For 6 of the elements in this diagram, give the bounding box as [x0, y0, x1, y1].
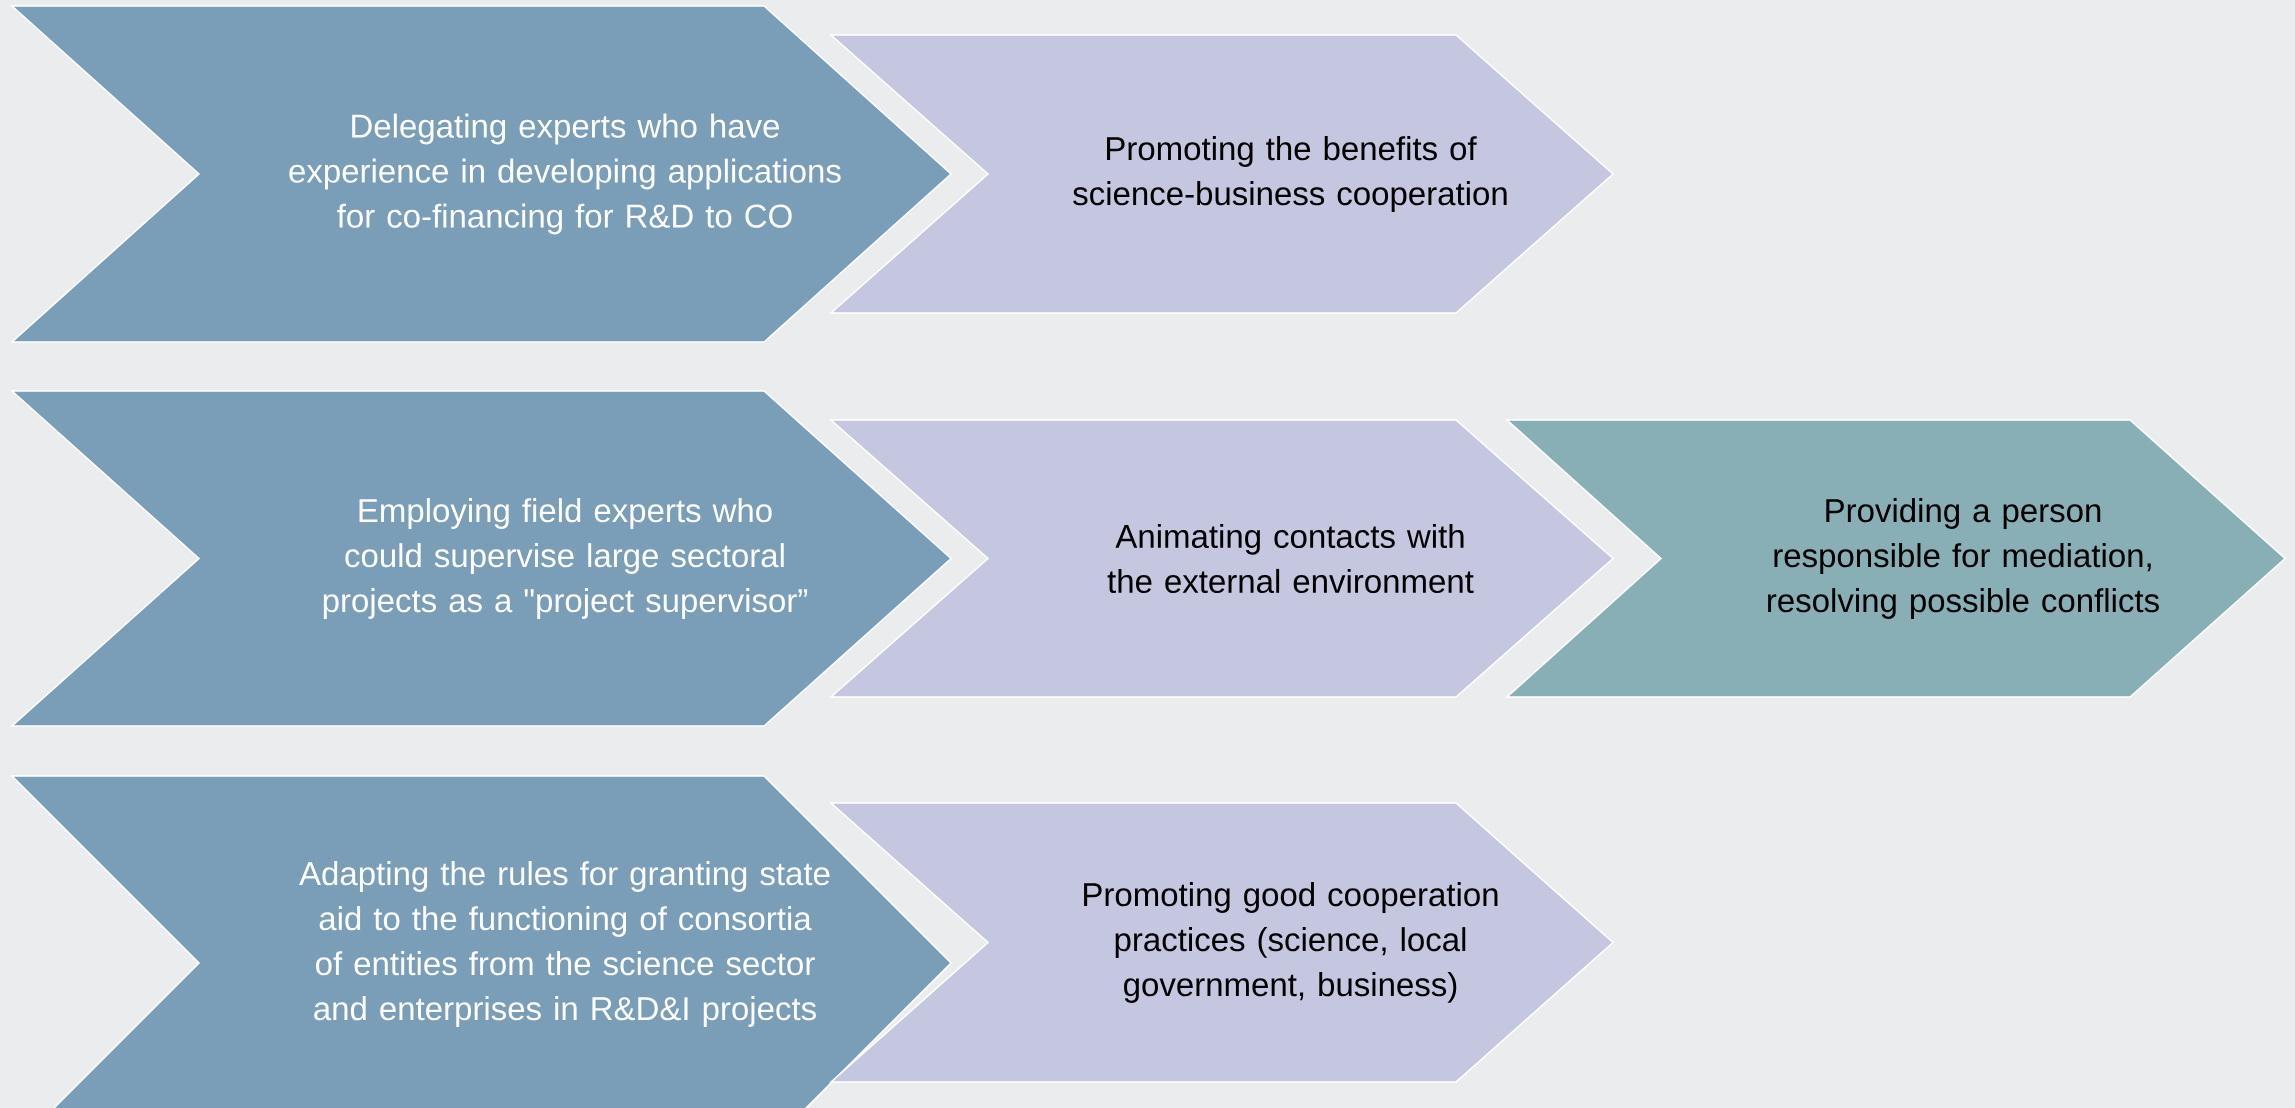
chevron-box: Delegating experts who have experience in developing applications for co-financing for R&D to CO	[10, 5, 953, 343]
chevron-box: Animating contacts with the external environment	[829, 419, 1615, 698]
chevron-box: Adapting the rules for granting state aid to the functioning of consortia of entities from the science sector and enterprises in R&D&I projects	[10, 775, 953, 1108]
chevron-box: Employing field experts who could supervise large sectoral projects as a "project supervisor”	[10, 390, 953, 727]
chevron-box: Providing a person responsible for mediation, resolving possible conflicts	[1505, 419, 2287, 698]
chevron-box: Promoting good cooperation practices (science, local government, business)	[829, 802, 1615, 1083]
